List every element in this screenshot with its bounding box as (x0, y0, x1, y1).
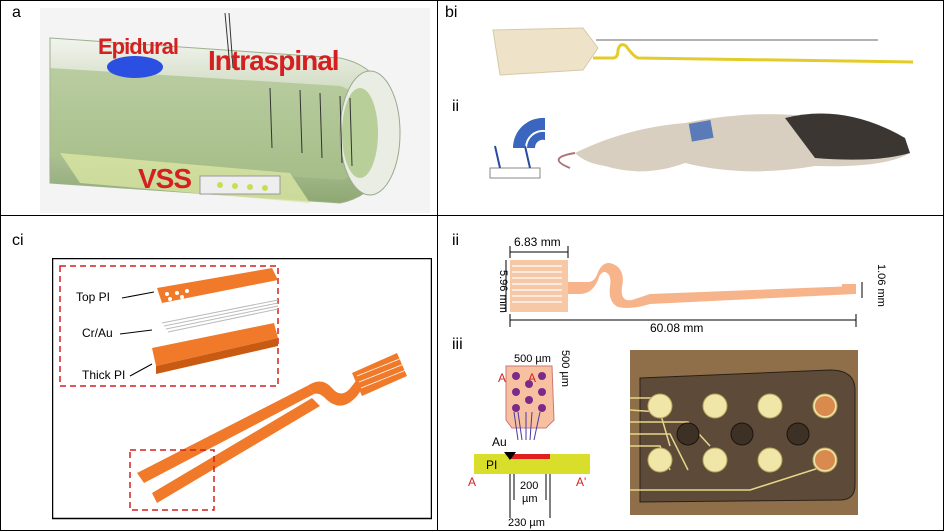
label-a-left: A (498, 371, 506, 385)
panel-a-illustration: Epidural Intraspinal VSS (40, 8, 430, 213)
panel-ciii-drawing: 500 µm A A 500 µm Au PI A A' 200 µm 230 … (468, 350, 590, 529)
label-top-pi: Top PI (76, 290, 110, 304)
dim-tip: 1.06 mm (875, 264, 887, 307)
label-a-bottom-left: A (468, 475, 476, 489)
dim-height: 5.96 mm (497, 270, 509, 313)
panel-label-a: a (12, 4, 21, 21)
label-au: Au (492, 435, 507, 449)
divider (0, 215, 944, 216)
panel-label-bii: ii (452, 98, 460, 115)
dim-length: 60.08 mm (650, 321, 703, 332)
label-230: 230 µm (508, 517, 545, 529)
label-200-unit: µm (522, 493, 538, 505)
panel-label-bi: bi (445, 4, 458, 21)
divider (437, 215, 438, 531)
panel-label-ci: ci (12, 232, 24, 249)
label-200: 200 (520, 480, 538, 492)
panel-bii-illustration (489, 113, 910, 179)
label-a-bottom-right: A' (576, 475, 586, 489)
dim-width: 6.83 mm (514, 235, 561, 249)
label-pitch-v: 500 µm (559, 350, 571, 387)
label-vss: VSS (138, 163, 191, 194)
label-intraspinal: Intraspinal (208, 45, 339, 76)
panel-label-ciii: iii (452, 336, 463, 353)
panel-bi-illustration (492, 27, 914, 76)
label-pitch: 500 µm (514, 353, 551, 365)
label-a-right: A (528, 371, 536, 385)
label-thick-pi: Thick PI (82, 368, 125, 382)
label-epidural: Epidural (98, 34, 178, 59)
panel-cii-drawing: 6.83 mm 5.96 mm 60.08 mm 1.06 mm (497, 235, 887, 332)
panel-ci-illustration: Top PI Cr/Au Thick PI (52, 258, 432, 520)
panel-ciii-photo (630, 350, 858, 515)
label-cr-au: Cr/Au (82, 326, 113, 340)
panel-label-cii: ii (452, 232, 460, 249)
divider (437, 0, 438, 215)
label-pi: PI (486, 458, 497, 472)
